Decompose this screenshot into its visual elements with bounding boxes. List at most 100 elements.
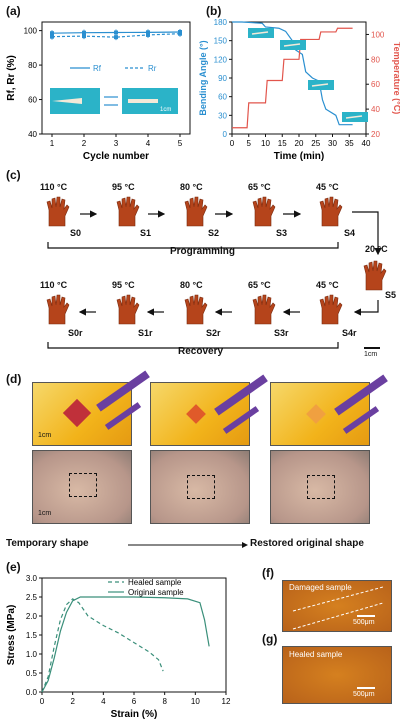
x-axis-label: Strain (%) [111, 709, 158, 720]
stage-label: S0r [68, 328, 83, 338]
scale-bar-label: 1cm [364, 351, 378, 358]
y-tick-label-left: 180 [214, 18, 228, 27]
y-tick-label: 2.5 [26, 593, 38, 602]
scale-bar-label: 500μm [353, 619, 375, 626]
x-tick-label: 10 [261, 139, 270, 148]
panel-label-d: (d) [6, 372, 22, 386]
sample-strip [52, 98, 82, 104]
y-tick-label: 0.5 [26, 669, 38, 678]
palm-photo-restored [270, 450, 370, 524]
panel-d: 1cm 1cm Temporary shape Restored origina… [0, 370, 400, 560]
x-tick-label: 20 [295, 139, 304, 148]
scale-bar-label: 1cm [38, 510, 52, 517]
sample-strip [283, 43, 301, 47]
x-tick-label: 1 [50, 139, 55, 148]
x-tick-label: 12 [222, 697, 231, 706]
y-tick-label: 2.0 [26, 612, 38, 621]
stage-temp: 110 °C [40, 182, 68, 192]
stage-temp: 45 °C [316, 182, 339, 192]
y-tick-label-right: 20 [371, 130, 380, 139]
glove-sample [183, 294, 209, 326]
stage-temp: 80 °C [180, 280, 203, 290]
x-tick-label: 3 [114, 139, 119, 148]
y-tick-label-right: 60 [371, 80, 380, 89]
stage-temp: 110 °C [40, 280, 68, 290]
x-tick-label: 5 [178, 139, 183, 148]
y-tick-label-left: 150 [214, 37, 228, 46]
x-axis-label: Time (min) [274, 151, 324, 162]
y-tick-label: 1.5 [26, 631, 38, 640]
y-tick-label-left: 30 [218, 111, 227, 120]
x-tick-label: 6 [132, 697, 137, 706]
series-line-original-sample [41, 596, 210, 693]
y-tick-label-right: 80 [371, 55, 380, 64]
y-tick-label: 1.0 [26, 650, 38, 659]
panel-label-e: (e) [6, 560, 21, 574]
thermal-image-temporary [32, 370, 150, 446]
x-tick-label: 10 [191, 697, 200, 706]
thermal-image-intermediate [150, 374, 268, 446]
micrograph-healed: Healed sample 500μm [282, 646, 392, 704]
glove-sample [318, 196, 344, 228]
panel-label-f: (f) [262, 566, 274, 580]
stage-temp: 20 °C [365, 244, 388, 254]
sample-strip [251, 31, 269, 35]
y-tick-label: 3.0 [26, 574, 38, 583]
stage-label: S5 [385, 290, 397, 300]
sample-strip [345, 115, 363, 119]
glove-sample [251, 294, 277, 326]
x-tick-label: 15 [278, 139, 287, 148]
x-tick-label: 30 [328, 139, 337, 148]
palm-photo-temporary [32, 450, 132, 524]
panel-label-c: (c) [6, 168, 21, 182]
panel-c: 110 °C S0 95 °C S1 80 °C S2 65 °C S3 45 … [0, 176, 400, 366]
y-tick-label: 0.0 [26, 688, 38, 697]
recovery-label: Recovery [178, 346, 224, 357]
panel-label-a: (a) [6, 4, 21, 18]
glove-sample [45, 196, 71, 228]
scale-bar-label: 1cm [38, 432, 52, 439]
stage-label: S2 [208, 228, 220, 238]
glove-sample [318, 294, 344, 326]
x-tick-label: 5 [247, 139, 252, 148]
stage-label: S1r [138, 328, 153, 338]
x-tick-label: 4 [101, 697, 106, 706]
x-tick-label: 0 [230, 139, 235, 148]
healed-sample-caption: Healed sample [289, 650, 343, 659]
restored-shape-label: Restored original shape [250, 538, 364, 549]
stage-temp: 95 °C [112, 182, 135, 192]
stage-temp: 45 °C [316, 280, 339, 290]
series-line-R_r [51, 33, 181, 38]
glove-sample [115, 294, 141, 326]
x-tick-label: 25 [311, 139, 320, 148]
stage-label: S0 [70, 228, 82, 238]
stage-temp: 80 °C [180, 182, 203, 192]
scale-bar-label: 500μm [353, 691, 375, 698]
y-tick-label: 100 [24, 27, 38, 36]
legend-label: Healed sample [128, 578, 182, 587]
glove-sample [45, 294, 71, 326]
y-tick-label-left: 120 [214, 55, 228, 64]
panel-label-g: (g) [262, 632, 278, 646]
stage-temp: 65 °C [248, 182, 271, 192]
thermal-image-restored [270, 374, 388, 446]
x-tick-label: 0 [40, 697, 45, 706]
legend-label: Original sample [128, 588, 184, 597]
stage-label: S2r [206, 328, 221, 338]
y-axis-label: Stress (MPa) [6, 605, 17, 666]
y-tick-label-left: 90 [218, 74, 227, 83]
y-axis-label-left: Bending Angle (°) [198, 40, 208, 115]
arrow-icon [128, 542, 248, 548]
stage-temp: 95 °C [112, 280, 135, 290]
y-axis-label-right: Temperature (°C) [392, 42, 400, 114]
glove-sample [183, 196, 209, 228]
legend-label: Rf [93, 64, 102, 73]
y-tick-label-left: 0 [223, 130, 228, 139]
palm-photo-intermediate [150, 450, 250, 524]
x-tick-label: 4 [146, 139, 151, 148]
x-tick-label: 40 [362, 139, 371, 148]
inset-scale-label: 1cm [160, 107, 171, 113]
y-tick-label-right: 100 [371, 30, 385, 39]
